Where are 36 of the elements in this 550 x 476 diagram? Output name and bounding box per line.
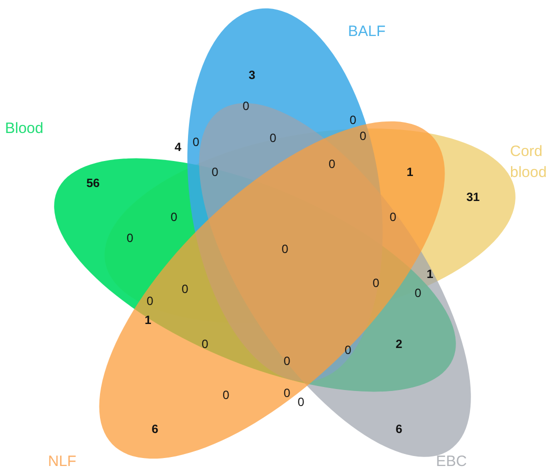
region-count: 0 xyxy=(222,388,230,402)
region-count: 0 xyxy=(270,131,276,145)
region-count: 0 xyxy=(298,395,304,409)
region-count: 3 xyxy=(248,68,256,82)
region-count: 1 xyxy=(406,165,414,179)
region-count: 0 xyxy=(126,231,134,245)
region-count: 0 xyxy=(182,282,188,296)
region-count: 0 xyxy=(284,386,290,400)
region-count: 31 xyxy=(466,190,480,204)
set-label: Blood xyxy=(5,120,44,137)
region-count: 0 xyxy=(284,354,290,368)
region-count: 1 xyxy=(426,267,434,281)
set-label: EBC xyxy=(436,453,467,470)
region-count: 0 xyxy=(212,165,218,179)
region-count: 2 xyxy=(396,337,402,351)
region-count: 0 xyxy=(328,157,336,171)
region-count: 0 xyxy=(146,294,154,308)
region-count: 6 xyxy=(152,422,158,436)
region-count: 1 xyxy=(144,313,152,327)
region-count: 0 xyxy=(414,286,422,300)
set-label: NLF xyxy=(48,453,76,470)
set-label: Cord blood xyxy=(510,143,547,181)
set-label: BALF xyxy=(348,23,386,40)
region-count: 0 xyxy=(192,135,200,149)
region-count: 0 xyxy=(372,276,380,290)
region-count: 4 xyxy=(174,140,182,154)
region-count: 0 xyxy=(170,210,178,224)
region-count: 6 xyxy=(396,422,402,436)
region-count: 0 xyxy=(390,210,396,224)
region-count: 0 xyxy=(350,113,356,127)
region-count: 56 xyxy=(86,176,100,190)
region-count: 0 xyxy=(242,99,250,113)
region-count: 0 xyxy=(360,129,366,143)
region-count: 0 xyxy=(202,337,208,351)
region-count: 0 xyxy=(282,242,288,256)
region-count: 0 xyxy=(344,343,352,357)
